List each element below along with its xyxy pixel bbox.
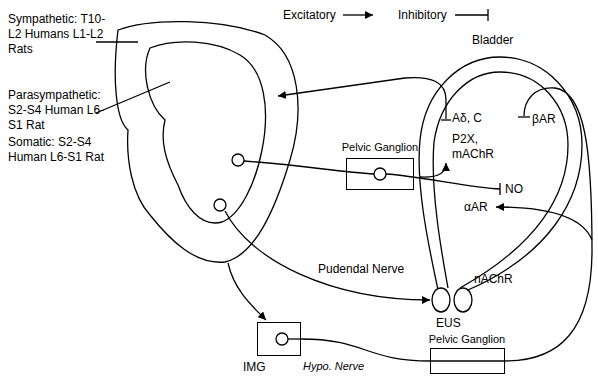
ganglion-box: IMG (240, 322, 302, 376)
segment-note: Sympathetic: T10-L2 Humans L1-L2 Rats (8, 12, 110, 57)
receptor-label: αAR (464, 200, 488, 215)
ganglion-box: Pelvic Ganglion (422, 333, 512, 374)
nerve-segment (430, 360, 505, 361)
receptor-label: NO (505, 182, 523, 197)
box-outline (346, 158, 414, 190)
nerve-label: Pudendal Nerve (318, 262, 404, 277)
nerve-connector (301, 339, 430, 361)
ganglion-neuron (276, 333, 288, 345)
legend-text: Excitatory (283, 8, 336, 23)
neuron-soma (232, 154, 244, 166)
box-outline (257, 322, 301, 356)
hypogastric-branch (496, 207, 592, 240)
legend-text: Inhibitory (398, 8, 447, 23)
box-label: IMG (243, 360, 266, 374)
legend-bar-sample (455, 9, 488, 21)
box-outline (430, 348, 505, 374)
nerve-label: Hypo. Nerve (302, 360, 365, 373)
box-label: Pelvic Ganglion (429, 333, 505, 346)
leader-line (96, 41, 138, 42)
inhibitory-bar (518, 116, 530, 117)
ganglion-box: Pelvic Ganglion (335, 141, 425, 190)
box-label: Pelvic Ganglion (342, 141, 418, 154)
bladder-inner-wall (433, 72, 568, 288)
receptor-label: nAChR (474, 272, 513, 287)
organ-label: Bladder (472, 33, 513, 48)
receptor-label: βAR (532, 112, 556, 127)
postganglionic-nerve (386, 174, 500, 189)
pudendal-nerve (225, 211, 430, 300)
ganglion-neuron (374, 168, 386, 180)
bladder-outer-wall (419, 57, 582, 290)
preganglionic-nerve (244, 161, 374, 174)
spinal-cord-outline (115, 22, 298, 263)
leader-line (96, 82, 170, 113)
legend-arrow-sample (343, 14, 373, 15)
segment-note: Parasympathetic: S2-S4 Human L6-S1 Rat (8, 88, 110, 133)
receptor-label: P2X, mAChR (452, 132, 498, 162)
nerve-segment (288, 338, 301, 339)
receptor-label: EUS (436, 316, 461, 331)
sphincter (432, 288, 450, 312)
gray-matter-outline (146, 42, 266, 223)
inhibitory-bar (499, 183, 500, 195)
sphincter (454, 288, 472, 312)
sympathetic-nerve (228, 263, 266, 320)
afferent-nerve (278, 78, 446, 119)
neuron-soma (214, 199, 226, 211)
segment-note: Somatic: S2-S4 Human L6-S1 Rat (8, 135, 110, 165)
receptor-label: Aδ, C (452, 111, 482, 126)
receptor-bar (441, 119, 451, 120)
